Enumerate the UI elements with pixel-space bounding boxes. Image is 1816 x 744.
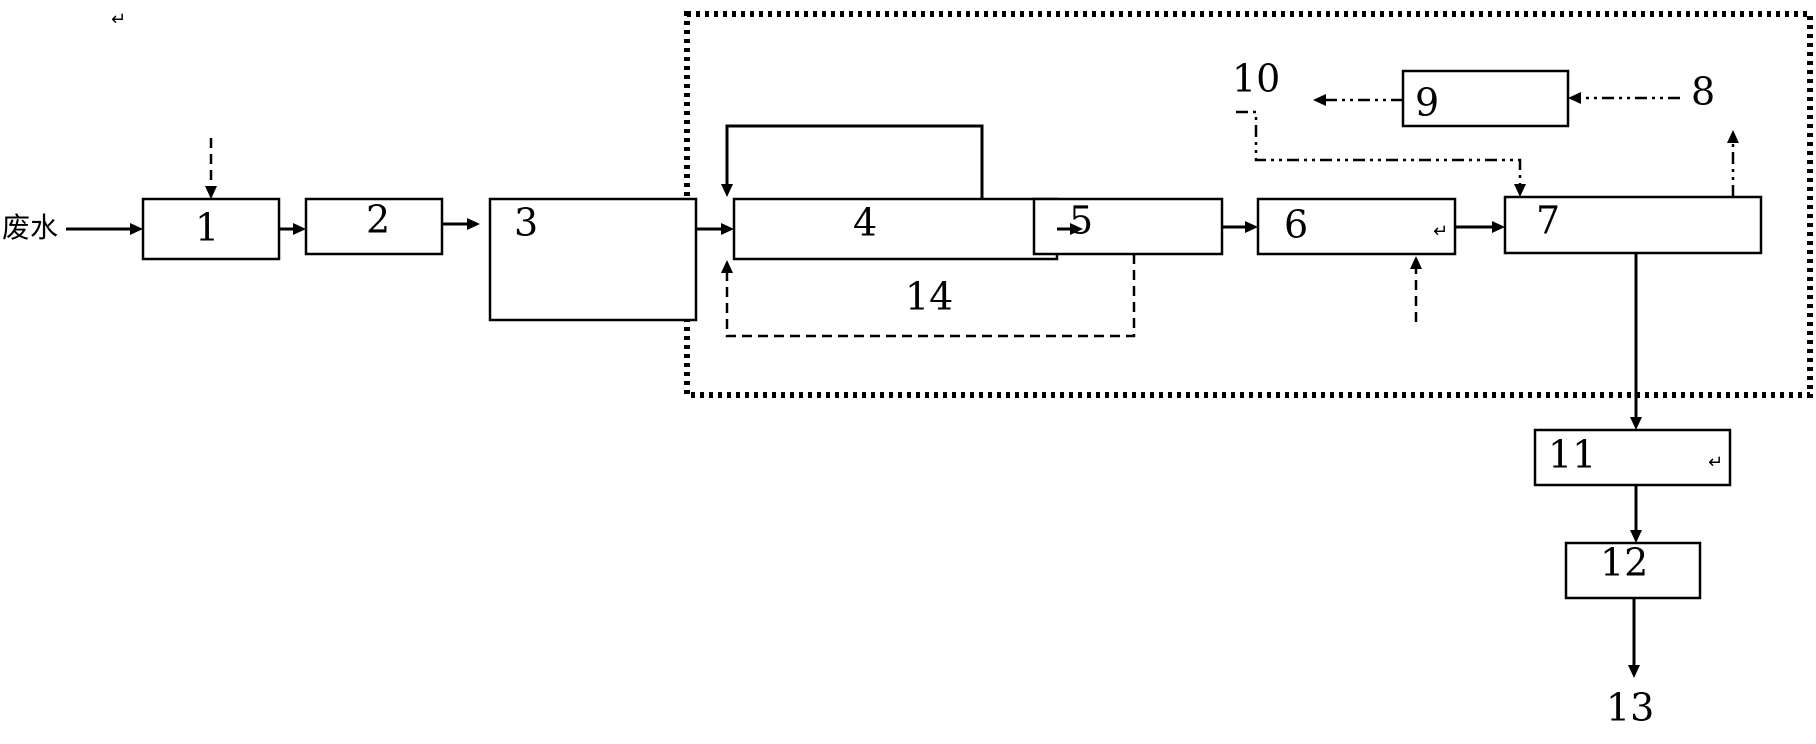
unit-7-label: 7	[1536, 199, 1560, 243]
unit-8-label: 8	[1691, 70, 1715, 114]
arrowhead	[293, 223, 306, 235]
unit-14-label: 14	[905, 275, 953, 319]
unit-6-box	[1256, 197, 1457, 256]
recycle-loop-4	[725, 124, 984, 199]
unit-5-label: 5	[1069, 199, 1093, 243]
unit-11-label: 11	[1548, 433, 1596, 477]
arrowhead	[467, 218, 480, 230]
arrowhead	[130, 223, 143, 235]
wastewater-label: 废水	[2, 211, 58, 244]
stream-10-to-7	[1236, 110, 1522, 185]
unit-2-box	[304, 197, 444, 256]
unit-9-label: 9	[1415, 81, 1439, 125]
arrowhead	[1492, 221, 1505, 233]
arrowhead	[1514, 184, 1526, 197]
arrowhead	[721, 223, 734, 235]
unit-12-box	[1564, 541, 1702, 600]
arrowhead	[1070, 223, 1083, 235]
arrowhead	[1313, 94, 1326, 106]
paragraph-mark: ↵	[111, 9, 126, 30]
arrowhead	[1630, 417, 1642, 430]
unit-13-label: 13	[1606, 686, 1654, 730]
arrowhead	[1628, 665, 1640, 678]
paragraph-mark: ↵	[1433, 221, 1448, 242]
unit-12-label: 12	[1600, 541, 1648, 585]
arrowhead	[1568, 92, 1581, 104]
arrowhead	[1410, 256, 1422, 269]
arrowhead	[1245, 221, 1258, 233]
unit-3-label: 3	[514, 201, 538, 245]
return-line-14	[725, 254, 1136, 338]
unit-2-label: 2	[366, 198, 390, 242]
arrowhead	[205, 186, 217, 199]
unit-11-box	[1533, 428, 1732, 487]
unit-4-box	[732, 197, 1059, 261]
unit-3-box	[488, 197, 698, 322]
unit-6-label: 6	[1284, 203, 1308, 247]
arrowhead	[721, 184, 733, 197]
unit-10-label: 10	[1232, 57, 1280, 101]
unit-9-box	[1401, 69, 1570, 128]
unit-1-label: 1	[195, 206, 219, 250]
arrowhead	[1630, 530, 1642, 543]
arrowhead	[1727, 130, 1739, 143]
unit-5-box	[1032, 197, 1224, 256]
unit-4-label: 4	[853, 201, 877, 245]
paragraph-mark: ↵	[1708, 452, 1723, 473]
unit-7-box	[1503, 195, 1763, 255]
arrowhead	[721, 260, 733, 273]
